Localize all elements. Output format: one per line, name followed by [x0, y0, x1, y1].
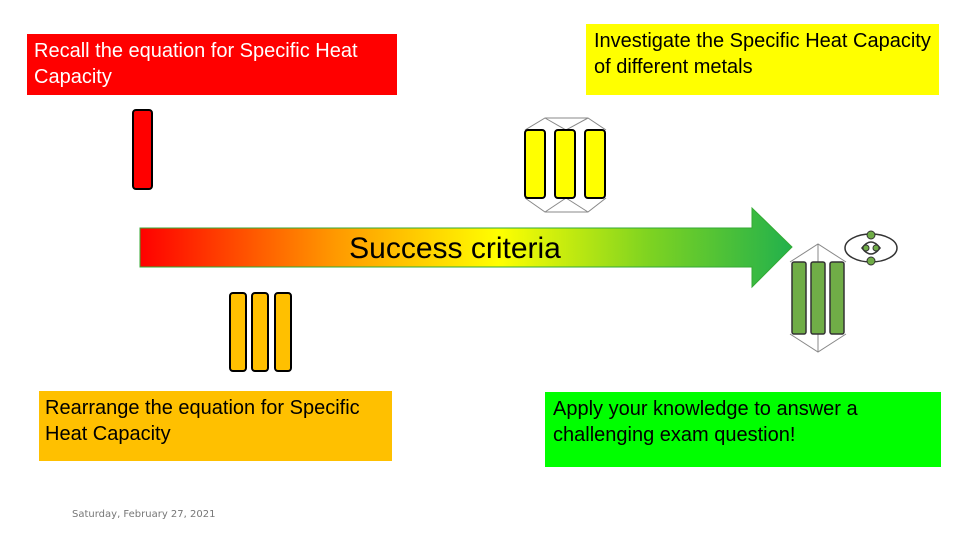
- success-arrow: [139, 206, 793, 289]
- single-bar-icon: [132, 109, 153, 190]
- neuron-icon: [844, 230, 898, 266]
- tripod-icon: [789, 243, 847, 353]
- recall-box: Recall the equation for Specific Heat Ca…: [27, 34, 397, 95]
- footer-date: Saturday, February 27, 2021: [72, 509, 216, 520]
- arrow-label: Success criteria: [349, 232, 561, 265]
- investigate-box: Investigate the Specific Heat Capacity o…: [586, 24, 939, 95]
- three-bar-icon: [229, 292, 292, 372]
- rearrange-box: Rearrange the equation for Specific Heat…: [39, 391, 392, 461]
- three-bar-icon: [524, 117, 607, 213]
- apply-box: Apply your knowledge to answer a challen…: [545, 392, 941, 467]
